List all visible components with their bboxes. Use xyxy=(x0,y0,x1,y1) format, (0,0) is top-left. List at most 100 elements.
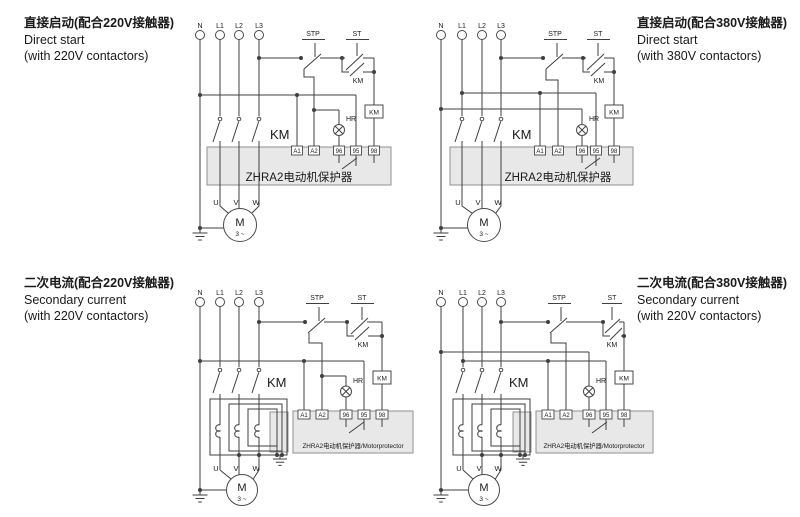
hr-lamp-label: HR xyxy=(353,378,363,385)
protector-box xyxy=(292,410,414,454)
terminal-l2-label: L2 xyxy=(478,23,486,30)
title-zh: 直接启动(配合220V接触器) xyxy=(24,15,174,30)
terminal-n-label: N xyxy=(438,23,443,30)
km-coil xyxy=(364,104,384,119)
terminal-98: 98 xyxy=(611,149,618,155)
km-main-contact: KM xyxy=(460,367,529,390)
terminal-n-icon xyxy=(195,297,205,307)
km-coil-label: KM xyxy=(377,376,387,383)
terminal-l1-icon xyxy=(215,297,225,307)
terminal-98: 98 xyxy=(379,413,386,419)
motor-sub-label: 3 ~ xyxy=(479,231,488,238)
terminal-l1-label: L1 xyxy=(216,23,224,30)
start-button-label: ST xyxy=(353,31,363,38)
start-button-label: ST xyxy=(358,295,368,302)
wires xyxy=(192,303,383,503)
km-aux-label: KM xyxy=(353,78,364,85)
motor: U V W M 3 ~ xyxy=(456,464,502,506)
km-main-label: KM xyxy=(509,375,529,390)
motor-sub-label: 3 ~ xyxy=(235,231,244,238)
motor-sub-label: 3 ~ xyxy=(479,496,488,503)
km-coil xyxy=(372,370,392,385)
terminal-l3-label: L3 xyxy=(255,290,263,297)
title-en-2: (with 220V contactors) xyxy=(24,309,148,323)
terminal-n-label: N xyxy=(438,290,443,297)
phase-v-label: V xyxy=(475,198,480,207)
diagram-secondary-current-380v: 二次电流(配合380V接触器) Secondary current (with … xyxy=(433,275,787,506)
wires xyxy=(192,39,375,241)
terminal-n-icon xyxy=(436,297,446,307)
title-zh: 二次电流(配合380V接触器) xyxy=(637,275,787,290)
junction-dots xyxy=(198,56,376,230)
ct-module xyxy=(512,411,532,453)
diagram-title: 直接启动(配合220V接触器) Direct start (with 220V … xyxy=(24,15,174,63)
motor: U V W M 3 ~ xyxy=(455,198,502,242)
terminal-95: 95 xyxy=(361,413,368,419)
terminal-l2-label: L2 xyxy=(235,290,243,297)
phase-v-label: V xyxy=(233,198,238,207)
terminal-98: 98 xyxy=(621,413,628,419)
hr-lamp-label: HR xyxy=(596,378,606,385)
supply-terminals: N L1 L2 L3 xyxy=(195,23,264,40)
terminal-a1: A1 xyxy=(536,149,544,155)
diagram-title: 二次电流(配合220V接触器) Secondary current (with … xyxy=(24,275,174,323)
supply-terminals: N L1 L2 L3 xyxy=(436,23,506,40)
hr-lamp-icon: HR xyxy=(340,378,363,398)
terminal-n-icon xyxy=(436,30,446,40)
terminal-a1: A1 xyxy=(300,413,308,419)
stop-button-label: STP xyxy=(310,295,324,302)
phase-w-label: W xyxy=(252,198,260,207)
terminal-l3-icon xyxy=(496,30,506,40)
km-main-label: KM xyxy=(267,375,287,390)
title-zh: 二次电流(配合220V接触器) xyxy=(24,275,174,290)
junction-dots xyxy=(439,320,626,492)
terminal-l3-icon xyxy=(254,297,264,307)
title-en-1: Direct start xyxy=(637,33,698,47)
stop-button-label: STP xyxy=(552,295,566,302)
terminal-l3-label: L3 xyxy=(497,23,505,30)
motor-icon xyxy=(223,208,257,242)
ct-module xyxy=(269,411,289,453)
title-en-1: Secondary current xyxy=(637,293,740,307)
wires xyxy=(433,303,625,503)
motor-label: M xyxy=(237,482,246,494)
phase-w-label: W xyxy=(494,464,502,473)
stop-button-label: STP xyxy=(548,31,562,38)
km-main-contact: KM xyxy=(217,367,287,390)
km-main-contact: KM xyxy=(459,116,532,142)
terminal-l2-label: L2 xyxy=(478,290,486,297)
protector-label: ZHRA2电动机保护器 xyxy=(505,170,612,184)
terminal-l2-icon xyxy=(234,30,244,40)
terminal-96: 96 xyxy=(586,413,593,419)
phase-u-label: U xyxy=(213,198,218,207)
km-coil xyxy=(614,370,634,385)
title-en-2: (with 220V contactors) xyxy=(637,309,761,323)
supply-terminals: N L1 L2 L3 xyxy=(436,290,506,307)
terminal-98: 98 xyxy=(371,149,378,155)
title-en-2: (with 220V contactors) xyxy=(24,49,148,63)
km-main-contact: KM xyxy=(217,116,290,142)
terminal-l2-icon xyxy=(234,297,244,307)
terminal-a2: A2 xyxy=(318,413,326,419)
phase-v-label: V xyxy=(476,464,481,473)
hr-lamp-icon: HR xyxy=(583,378,606,398)
phase-u-label: U xyxy=(456,464,461,473)
terminal-95: 95 xyxy=(593,149,600,155)
title-en-1: Direct start xyxy=(24,33,85,47)
terminal-a1: A1 xyxy=(544,413,552,419)
phase-u-label: U xyxy=(455,198,460,207)
terminal-l3-icon xyxy=(254,30,264,40)
hr-lamp-icon: HR xyxy=(333,116,356,136)
junction-dots xyxy=(198,320,384,492)
phase-w-label: W xyxy=(494,198,502,207)
motor-icon xyxy=(468,474,500,506)
motor: U V W M 3 ~ xyxy=(213,198,260,242)
protector-label: ZHRA2电动机保护器 xyxy=(246,170,353,184)
terminal-l1-icon xyxy=(457,30,467,40)
terminal-l3-label: L3 xyxy=(497,290,505,297)
motor-label: M xyxy=(479,482,488,494)
motor-label: M xyxy=(235,217,244,229)
title-en-1: Secondary current xyxy=(24,293,127,307)
